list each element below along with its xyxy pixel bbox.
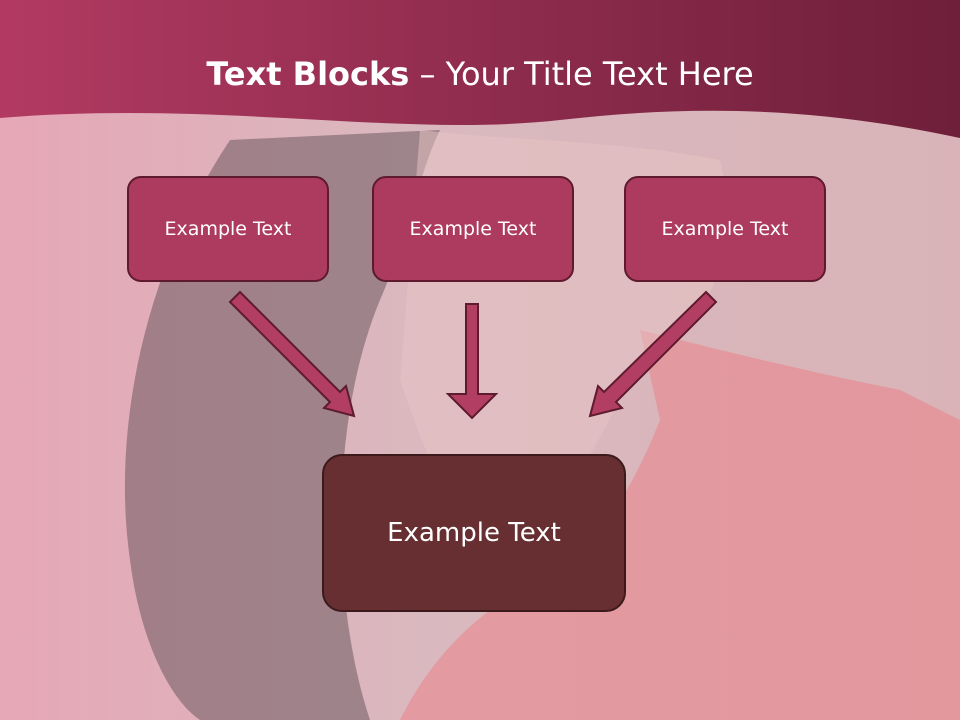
text-block-top-right: Example Text	[624, 176, 826, 282]
title-rest: Your Title Text Here	[445, 55, 754, 93]
text-block-label: Example Text	[164, 218, 292, 240]
text-block-label: Example Text	[387, 518, 561, 548]
text-block-label: Example Text	[661, 218, 789, 240]
text-block-top-left: Example Text	[127, 176, 329, 282]
title-bold: Text Blocks	[206, 55, 410, 93]
text-block-bottom: Example Text	[322, 454, 626, 612]
slide-title: Text Blocks – Your Title Text Here	[0, 52, 960, 96]
arrow-center	[445, 303, 499, 420]
text-block-top-center: Example Text	[372, 176, 574, 282]
arrow-left	[228, 290, 356, 418]
header-banner	[0, 0, 960, 138]
title-dash: –	[409, 55, 446, 93]
text-block-label: Example Text	[409, 218, 537, 240]
arrow-right	[588, 290, 718, 418]
